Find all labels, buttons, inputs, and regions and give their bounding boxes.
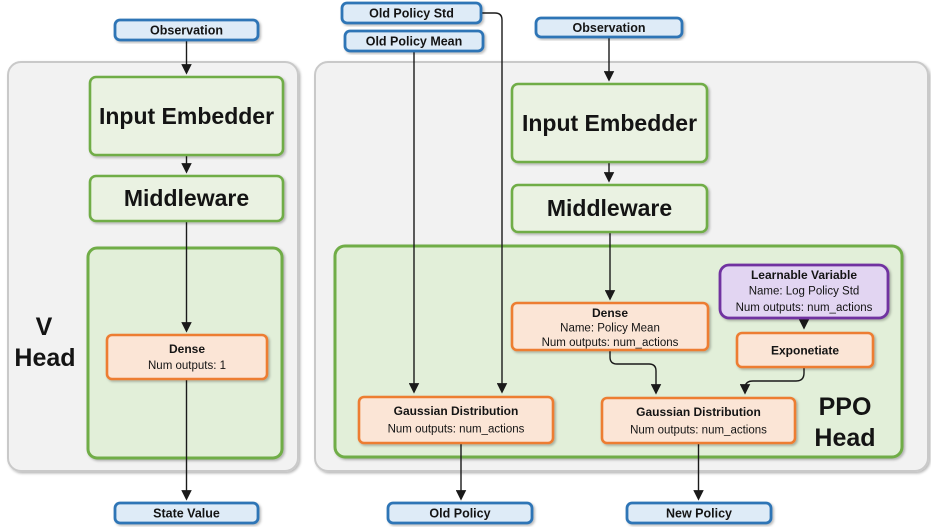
learnable-variable-node — [718, 263, 890, 320]
arrow-old-policy-std-to-gaussian-old — [481, 12, 508, 394]
middleware-node-ppo — [510, 183, 709, 234]
exponentiate-label: Exponetiate — [771, 344, 839, 358]
v-head-section: V Head Observation Input Embedder Middle… — [7, 18, 299, 525]
gaussian-new-outputs: Num outputs: num_actions — [630, 425, 767, 437]
middleware-label-v: Middleware — [124, 185, 249, 211]
observation-node-ppo — [534, 16, 684, 39]
dense-outputs-v: Num outputs: 1 — [148, 360, 226, 372]
gaussian-distribution-new-node — [600, 396, 797, 445]
v-head-title-line2: Head — [14, 344, 75, 372]
ppo-head-title-line2: Head — [814, 424, 875, 452]
input-embedder-label-ppo: Input Embedder — [522, 110, 697, 136]
input-embedder-node-ppo — [510, 82, 709, 164]
input-embedder-node-v — [88, 75, 285, 157]
input-embedder-label-v: Input Embedder — [99, 103, 274, 129]
old-policy-std-node — [340, 1, 483, 25]
old-policy-node — [386, 501, 534, 525]
observation-label-v: Observation — [150, 24, 223, 38]
v-head-title-line1: V — [36, 313, 53, 341]
arrow-dense-to-gaussian-new — [609, 350, 662, 395]
gaussian-distribution-old-node — [357, 395, 555, 445]
exponentiate-node — [735, 331, 875, 369]
arrow-exponentiate-to-gaussian-new — [739, 367, 805, 395]
gaussian-old-title: Gaussian Distribution — [394, 404, 519, 418]
ppo-head-title-line1: PPO — [819, 393, 872, 421]
dense-policy-mean-node — [510, 301, 710, 352]
middleware-label-ppo: Middleware — [547, 195, 672, 221]
dense-policy-mean-outputs: Num outputs: num_actions — [542, 337, 679, 349]
middleware-node-v — [88, 174, 285, 223]
ppo-head-section: PPO Head Old Policy Std Old Policy Mean … — [314, 1, 929, 525]
state-value-label: State Value — [153, 507, 220, 521]
old-policy-mean-node — [343, 29, 485, 53]
old-policy-mean-label: Old Policy Mean — [366, 35, 463, 49]
dense-title-v: Dense — [169, 342, 205, 356]
learnable-variable-outputs: Num outputs: num_actions — [736, 302, 873, 314]
gaussian-old-outputs: Num outputs: num_actions — [388, 424, 525, 436]
observation-node-v — [113, 18, 260, 42]
observation-label-ppo: Observation — [573, 21, 646, 35]
learnable-variable-title: Learnable Variable — [751, 268, 857, 282]
old-policy-std-label: Old Policy Std — [369, 7, 454, 21]
dense-policy-mean-name: Name: Policy Mean — [560, 323, 660, 335]
dense-policy-mean-title: Dense — [592, 306, 628, 320]
learnable-variable-name: Name: Log Policy Std — [749, 286, 860, 298]
old-policy-label: Old Policy — [429, 507, 490, 521]
state-value-node — [113, 501, 260, 525]
dense-node-v — [105, 333, 269, 381]
new-policy-node — [625, 501, 773, 525]
new-policy-label: New Policy — [666, 507, 732, 521]
gaussian-new-title: Gaussian Distribution — [636, 405, 761, 419]
